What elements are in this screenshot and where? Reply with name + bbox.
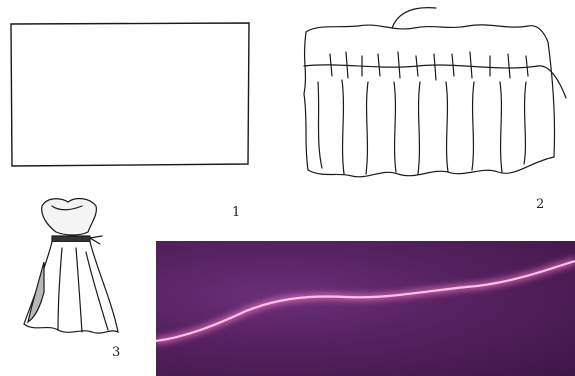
figure-3-label: 3 <box>112 345 120 360</box>
figure-1-label: 1 <box>232 205 240 220</box>
tied-fabric-pouch-icon <box>18 192 128 362</box>
gathered-fabric-strip-icon <box>298 2 575 182</box>
figure-2-label: 2 <box>536 197 544 212</box>
glowing-thread-photo <box>156 241 575 376</box>
flat-fabric-rectangle-icon <box>8 20 253 170</box>
